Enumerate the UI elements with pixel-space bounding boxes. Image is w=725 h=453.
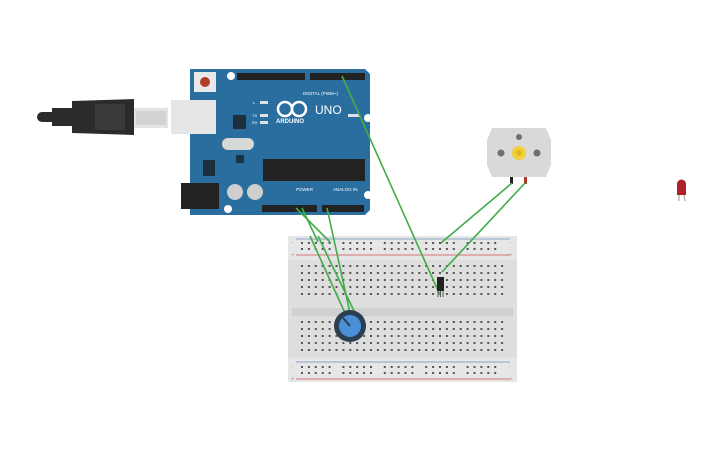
microcontroller-chip [263, 159, 365, 181]
wire-rail-to-pot-right[interactable] [317, 235, 356, 314]
wire-digital-pin-to-transistor[interactable] [341, 75, 441, 296]
wire-power-5v-to-rail[interactable] [295, 207, 331, 243]
wire-analog-a0-to-pot-wiper[interactable] [326, 207, 351, 314]
wire-power-gnd-to-rail[interactable] [301, 207, 319, 243]
rail-minus-top-right: - [509, 240, 511, 246]
potentiometer[interactable] [334, 310, 366, 342]
breadboard[interactable]: - + - + - + - + [288, 236, 517, 383]
power-label: POWER [296, 187, 314, 192]
wires[interactable] [295, 75, 526, 314]
power-analog-header[interactable] [262, 205, 364, 212]
rail-minus-bottom-left: - [291, 364, 293, 370]
led[interactable] [677, 179, 686, 202]
digital-header[interactable] [237, 73, 365, 80]
usb-port [171, 100, 216, 134]
rail-plus-bottom-left: + [291, 377, 295, 383]
transistor[interactable] [437, 277, 444, 297]
rail-minus-bottom-right: - [509, 364, 511, 370]
rail-minus-top-left: - [291, 240, 293, 246]
rail-plus-top-right: + [509, 253, 513, 259]
top-power-rail [288, 236, 517, 260]
rail-plus-top-left: + [291, 253, 295, 259]
led-l-label: L [253, 100, 256, 105]
digital-label: DIGITAL (PWM~) [303, 91, 338, 96]
rx-label: RX [252, 120, 258, 125]
wire-motor-positive[interactable] [441, 182, 526, 273]
wire-rail-to-pot-left[interactable] [309, 235, 346, 314]
power-jack [181, 183, 219, 209]
tx-label: TX [252, 113, 257, 118]
analog-label: ANALOG IN [333, 187, 358, 192]
arduino-brand: ARDUINO [276, 119, 304, 125]
arduino-board[interactable]: ARDUINO UNO DIGITAL (PWM~) POWER ANALOG … [171, 69, 372, 215]
arduino-logo-icon [276, 100, 308, 118]
arduino-model: UNO [315, 103, 342, 117]
dc-motor[interactable] [487, 128, 551, 184]
rail-plus-bottom-right: + [509, 377, 513, 383]
usb-cable[interactable] [37, 99, 168, 135]
wire-motor-negative[interactable] [440, 182, 513, 244]
